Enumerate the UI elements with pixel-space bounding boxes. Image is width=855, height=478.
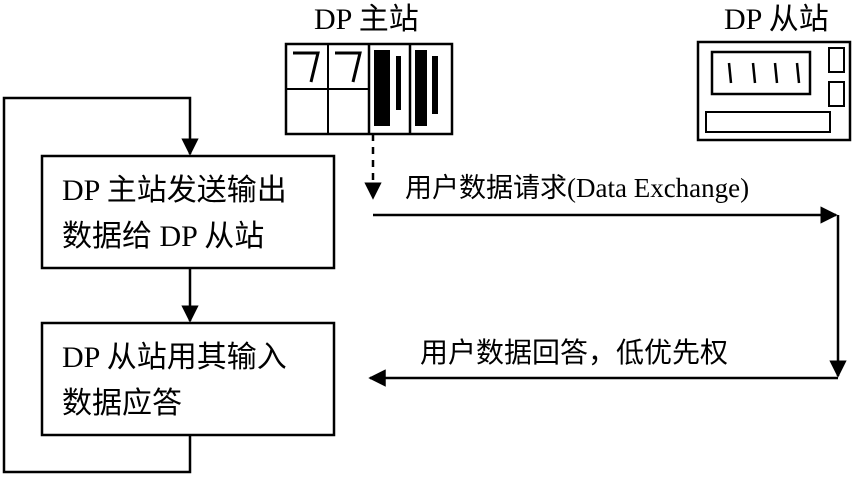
slave-device-icon [696, 40, 852, 142]
send-box-line2: 数据给 DP 从站 [62, 220, 265, 253]
send-box-line1: DP 主站发送输出 [62, 174, 287, 207]
loop-arrow [2, 96, 199, 474]
send-box-text: DP 主站发送输出 数据给 DP 从站 [62, 168, 287, 260]
reply-box-text: DP 从站用其输入 数据应答 [62, 335, 287, 427]
request-label: 用户数据请求(Data Exchange) [405, 173, 750, 203]
reply-box-line1: DP 从站用其输入 [62, 341, 287, 374]
reply-box-line2: 数据应答 [62, 387, 182, 420]
reply-box [40, 321, 336, 437]
master-title: DP 主站 [314, 3, 419, 36]
send-box [40, 154, 336, 270]
slave-title: DP 从站 [724, 3, 829, 36]
response-label: 用户数据回答，低优先权 [420, 338, 729, 369]
master-device-icon [284, 42, 454, 136]
